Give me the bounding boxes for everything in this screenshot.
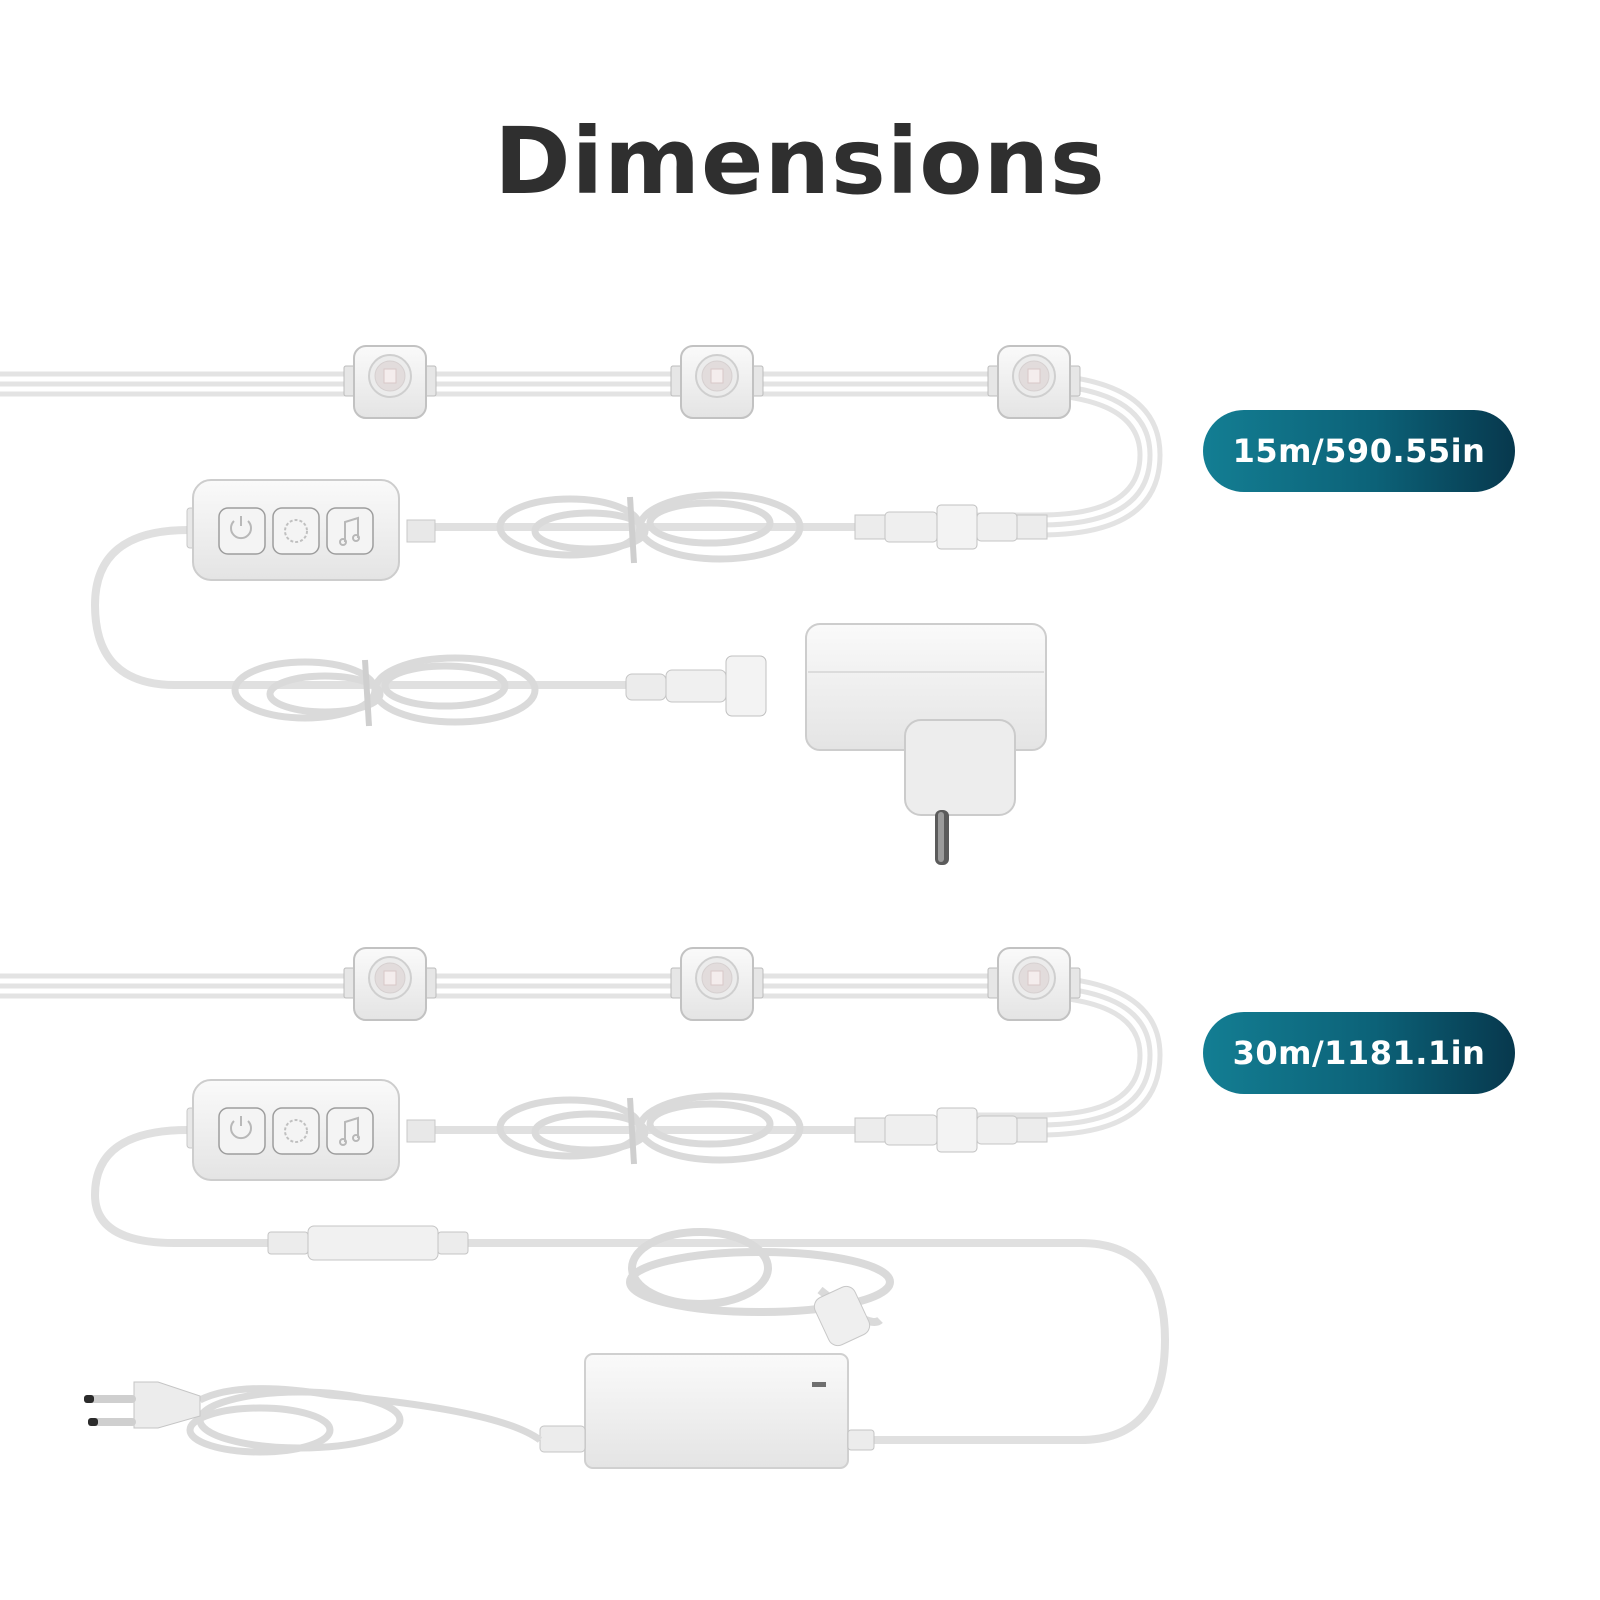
length-badge-30m: 30m/1181.1in	[1203, 1012, 1515, 1094]
cable-coil-with-ferrite	[626, 1228, 894, 1347]
light-module-2	[670, 345, 764, 419]
power-icon	[230, 1116, 252, 1140]
light-module-3	[987, 345, 1081, 419]
light-module-1	[343, 345, 437, 419]
light-module-1	[343, 947, 437, 1021]
length-badge-15m: 15m/590.55in	[1203, 410, 1515, 492]
power-brick-adapter	[539, 1353, 875, 1469]
waterproof-connector	[854, 504, 1048, 550]
variant-15m-diagram	[0, 345, 1163, 865]
dc-barrel-connector	[267, 1225, 469, 1261]
brightness-icon	[284, 1119, 308, 1143]
eu-plug-cord	[84, 1381, 543, 1456]
plug-in-adapter	[625, 623, 1047, 865]
light-module-3	[987, 947, 1081, 1021]
cable-coil-2	[235, 658, 535, 726]
three-button-controller	[186, 1079, 436, 1181]
power-icon	[230, 516, 252, 540]
three-button-controller	[186, 479, 436, 581]
music-icon	[339, 1116, 360, 1146]
page-title: Dimensions	[494, 108, 1106, 215]
variant-30m-diagram	[0, 947, 1170, 1469]
brightness-icon	[284, 519, 308, 543]
length-label: 15m/590.55in	[1232, 432, 1486, 470]
length-label: 30m/1181.1in	[1232, 1034, 1486, 1072]
music-icon	[339, 516, 360, 546]
light-module-2	[670, 947, 764, 1021]
